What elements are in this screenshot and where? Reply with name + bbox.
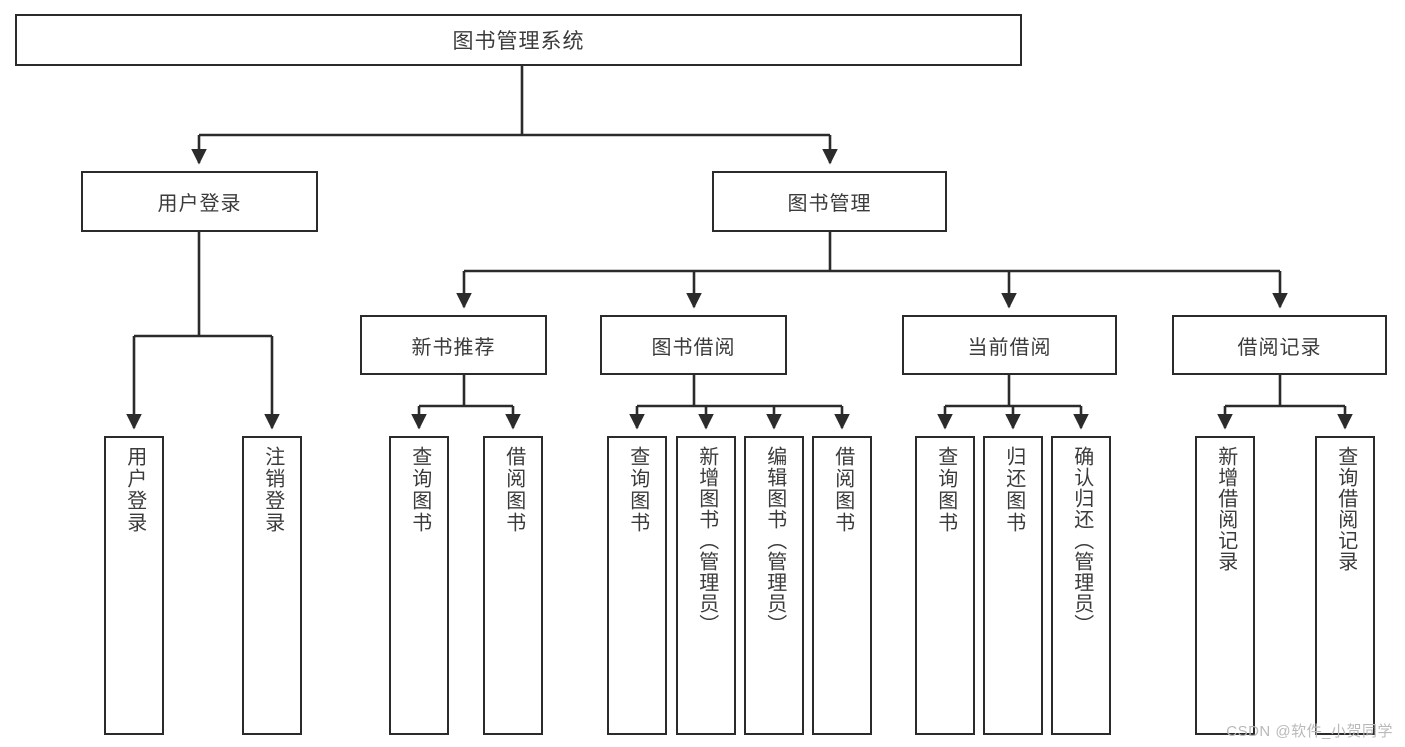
leaf-user-logout[interactable]: 注销登录 [242,436,302,735]
node-label: 查询图书 [408,446,431,534]
leaf-edit-book[interactable]: 编辑图书（管理员） [744,436,804,735]
node-label: 查询图书 [626,446,649,534]
node-label: 新增借阅记录 [1214,446,1237,572]
leaf-add-borrow-record[interactable]: 新增借阅记录 [1195,436,1255,735]
node-book-borrow[interactable]: 图书借阅 [600,315,787,375]
node-label: 注销登录 [261,446,284,534]
node-label: 借阅图书 [831,446,854,534]
node-label: 编辑图书（管理员） [763,446,786,635]
node-new-book-recommend[interactable]: 新书推荐 [360,315,547,375]
node-current-borrow[interactable]: 当前借阅 [902,315,1117,375]
node-label: 归还图书 [1002,446,1025,534]
node-label: 借阅记录 [1237,336,1322,359]
node-label: 用户登录 [157,193,242,215]
node-label: 查询图书 [934,446,957,534]
leaf-query-borrow-record[interactable]: 查询借阅记录 [1315,436,1375,735]
node-label: 图书管理系统 [452,30,585,53]
node-root-system[interactable]: 图书管理系统 [15,14,1022,66]
leaf-return-book[interactable]: 归还图书 [983,436,1043,735]
node-label: 图书借阅 [651,336,736,359]
leaf-add-book[interactable]: 新增图书（管理员） [676,436,736,735]
node-label: 查询借阅记录 [1334,446,1357,572]
node-label: 借阅图书 [502,446,525,534]
node-label: 确认归还（管理员） [1070,446,1093,635]
node-borrow-record[interactable]: 借阅记录 [1172,315,1387,375]
leaf-confirm-return[interactable]: 确认归还（管理员） [1051,436,1111,735]
leaf-borrow-book-recommend[interactable]: 借阅图书 [483,436,543,735]
node-label: 新书推荐 [411,336,496,359]
node-book-management[interactable]: 图书管理 [712,171,947,232]
leaf-query-book-recommend[interactable]: 查询图书 [389,436,449,735]
watermark-text: CSDN @软件_小贺同学 [1226,723,1393,740]
leaf-query-book-borrow[interactable]: 查询图书 [607,436,667,735]
node-user-login[interactable]: 用户登录 [81,171,318,232]
node-label: 图书管理 [787,193,872,215]
node-label: 当前借阅 [967,336,1052,359]
leaf-query-book-current[interactable]: 查询图书 [915,436,975,735]
leaf-user-login[interactable]: 用户登录 [104,436,164,735]
leaf-borrow-book[interactable]: 借阅图书 [812,436,872,735]
node-label: 用户登录 [123,446,146,534]
node-label: 新增图书（管理员） [695,446,718,635]
